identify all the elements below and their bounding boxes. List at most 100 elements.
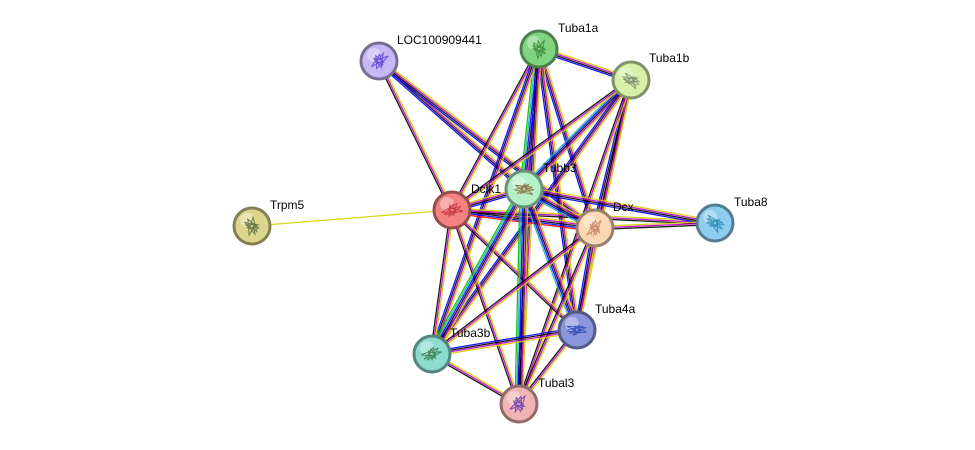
edge-tubb3-tuba8[interactable]: [523, 185, 716, 227]
edge-evidence-line: [519, 228, 598, 405]
node-tubal3[interactable]: Tubal3: [499, 376, 575, 424]
protein-structure-icon: [705, 214, 726, 234]
edge-evidence-line: [434, 190, 529, 357]
edge-evidence-line: [514, 188, 521, 404]
node-label: Dclk1: [471, 182, 501, 196]
node-circle: [412, 334, 452, 374]
edge-dclk1-trpm5[interactable]: [251, 209, 453, 227]
edge-dcx-tuba8[interactable]: [594, 220, 716, 231]
edge-dclk1-tuba3b[interactable]: [429, 209, 455, 355]
edge-evidence-line: [452, 80, 633, 212]
protein-structure-icon: [513, 182, 535, 196]
edge-evidence-line: [595, 223, 716, 231]
edge-evidence-line: [376, 62, 523, 192]
edge-evidence-line: [431, 326, 577, 353]
edge-evidence-line: [449, 210, 519, 405]
node-tuba3b[interactable]: Tuba3b: [412, 326, 491, 374]
edge-evidence-line: [452, 49, 541, 212]
protein-structure-icon: [621, 72, 641, 91]
node-tuba1a[interactable]: Tuba1a: [519, 21, 599, 69]
node-label: Tuba1a: [558, 21, 599, 35]
edge-evidence-line: [432, 210, 455, 355]
edge-evidence-line: [432, 330, 578, 356]
node-label: Dcx: [613, 200, 634, 214]
node-circle: [611, 60, 651, 100]
node-circle: [432, 190, 472, 230]
edge-tuba1a-dclk1[interactable]: [450, 47, 541, 212]
edge-evidence-line: [522, 189, 529, 405]
edge-evidence-line: [574, 79, 631, 330]
edge-evidence-line: [451, 210, 595, 231]
edge-dclk1-tubal3[interactable]: [449, 209, 522, 405]
node-label: Tuba4a: [595, 302, 636, 316]
protein-structure-icon: [566, 324, 588, 337]
node-circle: [359, 41, 399, 81]
edge-evidence-line: [518, 227, 596, 405]
edge-evidence-line: [522, 78, 631, 189]
protein-structure-icon: [509, 394, 526, 414]
edge-evidence-line: [523, 79, 632, 190]
edge-tuba1b-dclk1[interactable]: [450, 78, 633, 212]
node-label: Tuba8: [734, 195, 768, 209]
edge-evidence-line: [429, 209, 452, 354]
edge-evidence-line: [432, 189, 526, 355]
edge-evidence-line: [379, 60, 455, 210]
edge-evidence-line: [523, 188, 578, 331]
edge-evidence-line: [451, 212, 595, 232]
node-circle: [575, 208, 615, 248]
edge-evidence-line: [451, 79, 632, 211]
node-tuba8[interactable]: Tuba8: [695, 195, 768, 243]
edge-dcx-tuba3b[interactable]: [430, 226, 597, 356]
node-label: Tubb3: [543, 161, 577, 175]
edge-evidence-line: [450, 210, 577, 332]
node-label: Trpm5: [270, 198, 305, 212]
edge-evidence-line: [450, 47, 539, 210]
edge-evidence-line: [433, 189, 527, 356]
node-loc100909441[interactable]: LOC100909441: [359, 33, 482, 81]
edge-evidence-line: [524, 185, 716, 222]
edge-evidence-line: [429, 187, 523, 354]
edge-evidence-line: [432, 228, 597, 356]
edges-layer: [251, 46, 716, 406]
edge-evidence-line: [520, 189, 528, 405]
node-dclk1[interactable]: Dclk1: [432, 182, 501, 230]
edge-tubb3-tuba3b[interactable]: [427, 186, 529, 357]
edge-evidence-line: [594, 220, 715, 228]
edge-evidence-line: [516, 79, 631, 404]
edge-evidence-line: [452, 209, 522, 404]
edge-evidence-line: [431, 328, 577, 354]
edge-evidence-line: [432, 331, 578, 358]
edge-evidence-line: [517, 188, 524, 404]
edge-loc100909441-dclk1[interactable]: [376, 60, 455, 211]
edge-evidence-line: [521, 189, 577, 331]
edge-evidence-line: [431, 227, 596, 355]
edge-tuba4a-tuba3b[interactable]: [431, 326, 578, 358]
node-circle: [499, 384, 539, 424]
node-tubb3[interactable]: Tubb3: [504, 161, 577, 209]
edge-evidence-line: [452, 208, 579, 330]
node-tuba1b[interactable]: Tuba1b: [611, 51, 690, 100]
node-circle: [232, 206, 272, 246]
node-dcx[interactable]: Dcx: [575, 200, 634, 248]
node-circle: [519, 29, 559, 69]
node-trpm5[interactable]: Trpm5: [232, 198, 305, 246]
edge-dclk1-tuba4a[interactable]: [450, 208, 579, 332]
edge-evidence-line: [594, 222, 716, 229]
edge-evidence-line: [519, 48, 536, 189]
node-circle: [695, 203, 735, 243]
edge-tubb3-tubal3[interactable]: [514, 188, 529, 405]
edge-evidence-line: [450, 78, 631, 210]
edge-evidence-line: [376, 61, 452, 211]
edge-evidence-line: [523, 189, 715, 225]
edge-evidence-line: [516, 227, 595, 404]
edge-evidence-line: [431, 209, 453, 355]
protein-structure-icon: [585, 219, 602, 237]
node-label: LOC100909441: [397, 33, 482, 47]
edge-evidence-line: [519, 189, 526, 405]
node-circle: [504, 169, 544, 209]
edge-evidence-line: [430, 188, 524, 354]
edge-dcx-tubal3[interactable]: [516, 227, 598, 405]
node-tuba4a[interactable]: Tuba4a: [557, 302, 636, 350]
